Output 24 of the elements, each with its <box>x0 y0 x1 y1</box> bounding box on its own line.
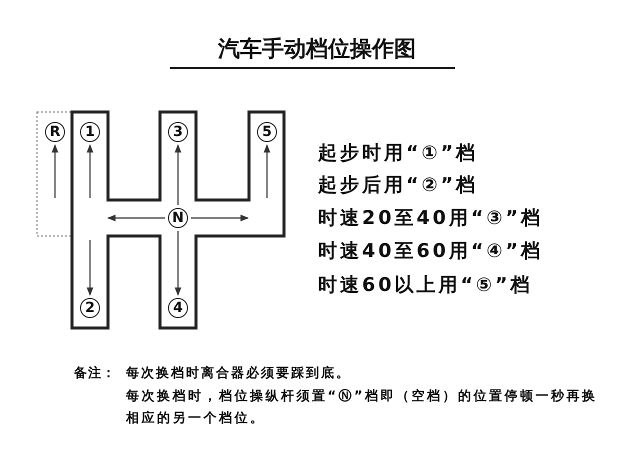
arrow <box>191 214 249 222</box>
instruction-text: 时速40至60用“④”档 <box>318 239 543 264</box>
gear-circle: 3 <box>168 122 188 142</box>
arrow <box>86 240 94 296</box>
gear-circle: 4 <box>168 298 188 318</box>
gear-circle: R <box>45 122 65 142</box>
note-text: 每次换档时离合器必须要踩到底。 <box>126 364 351 382</box>
instruction-text: 起步时用“①”档 <box>318 141 478 166</box>
arrow <box>107 214 165 222</box>
note-heading: 备注： <box>74 364 116 382</box>
gear-circle: 5 <box>257 122 277 142</box>
arrow <box>174 231 182 296</box>
instruction-text: 起步后用“②”档 <box>318 173 478 198</box>
arrow <box>174 144 182 205</box>
arrow <box>86 144 94 198</box>
gear-circle: 1 <box>80 122 100 142</box>
note-text: 每次换档时，档位操纵杆须置“Ⓝ”档即（空档）的位置停顿一秒再换相应的另一个档位。 <box>126 388 599 428</box>
gear-circle: 2 <box>80 298 100 318</box>
instruction-text: 时速20至40用“③”档 <box>318 206 543 231</box>
arrow <box>264 144 270 198</box>
gear-circle: N <box>168 208 188 228</box>
arrow <box>52 144 58 198</box>
instruction-text: 时速60以上用“⑤”档 <box>318 273 533 298</box>
title: 汽车手动档位操作图 <box>216 36 417 64</box>
